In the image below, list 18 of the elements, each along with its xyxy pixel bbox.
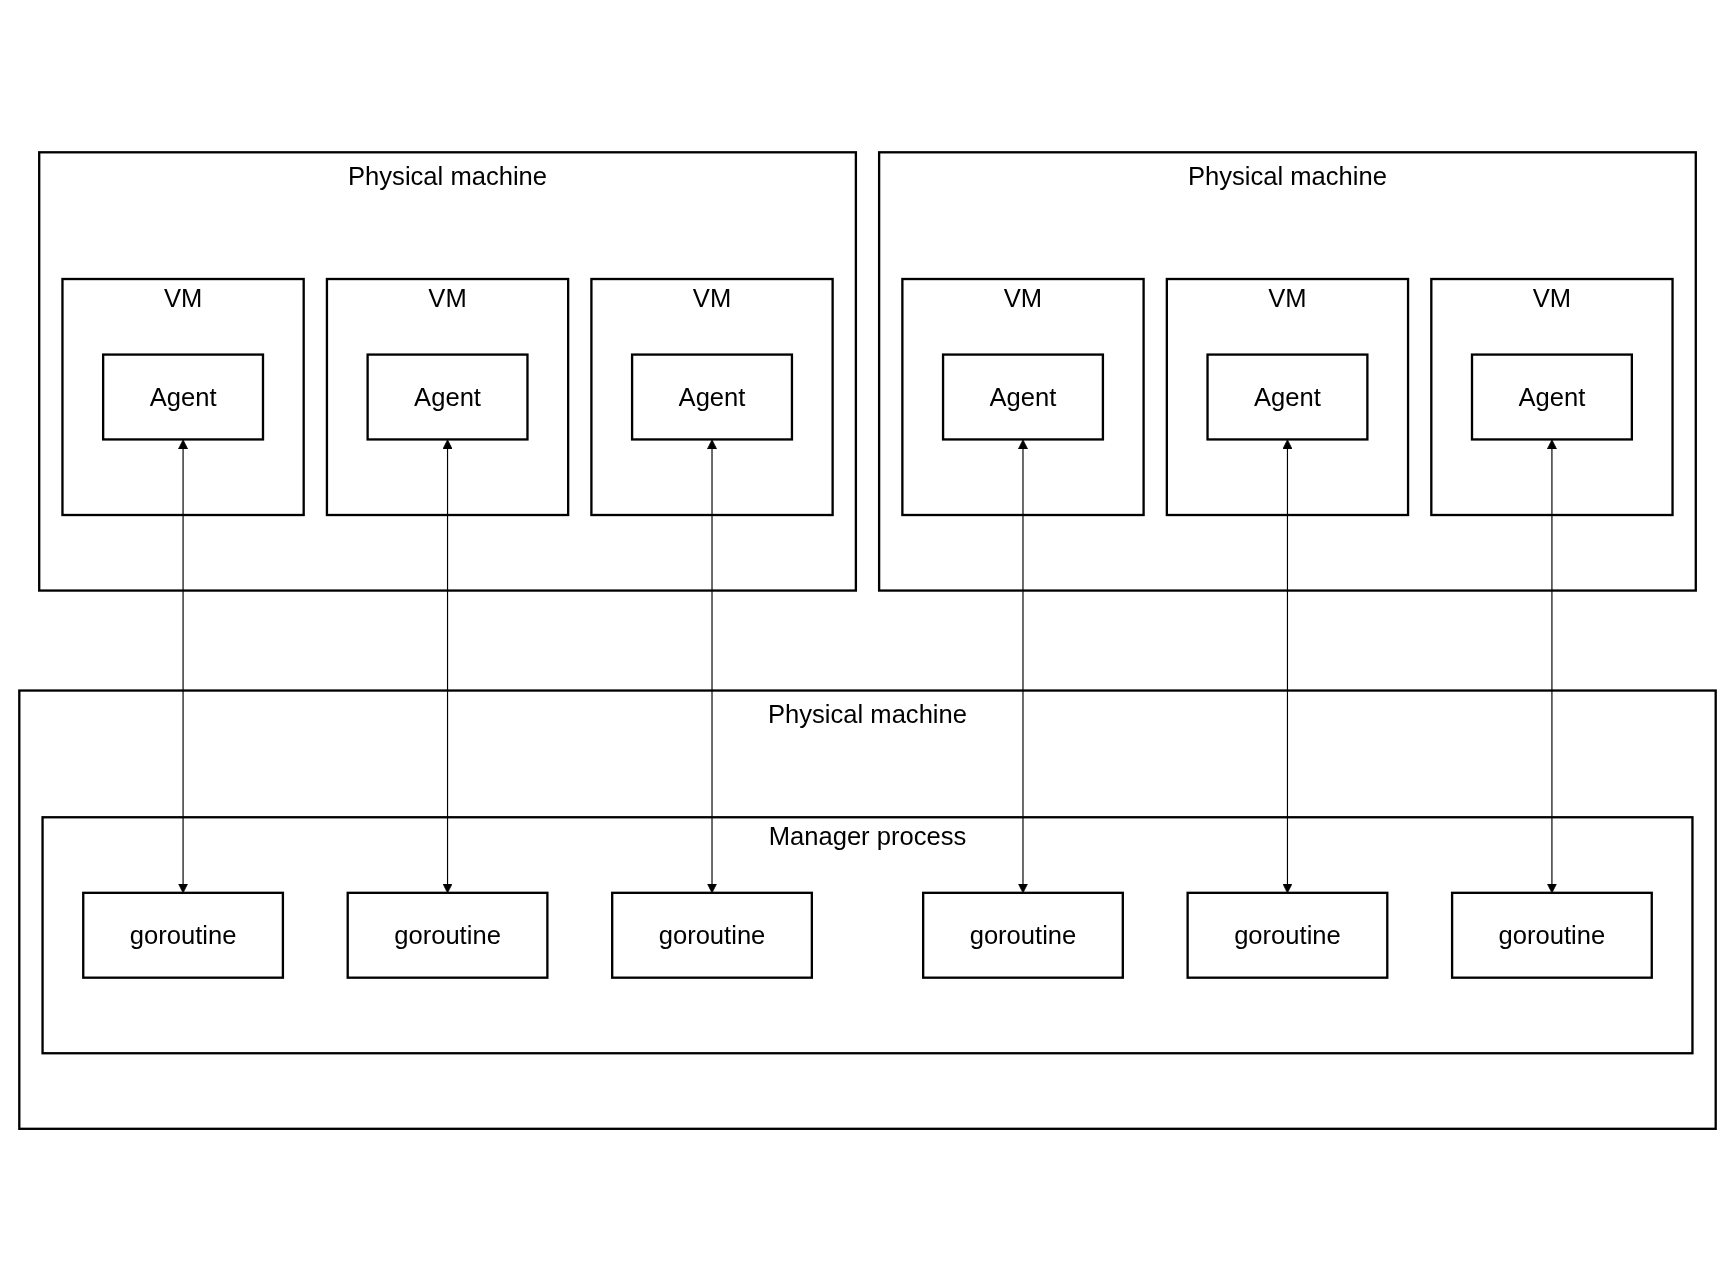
node-box: goroutine (611, 892, 813, 980)
node-box: Agent (366, 353, 529, 442)
node-box: goroutine (1450, 892, 1653, 980)
node-box: goroutine (346, 892, 549, 980)
arrow (706, 439, 718, 894)
node-box: Agent (1470, 353, 1633, 442)
node-box: Agent (102, 353, 265, 442)
node-box: goroutine (1186, 892, 1389, 980)
node-box: goroutine (922, 892, 1124, 980)
node-box: goroutine (82, 892, 285, 980)
node-box: Agent (1206, 353, 1369, 442)
arrow (1017, 439, 1029, 894)
arrow (177, 439, 189, 894)
arrow (1546, 439, 1558, 894)
arrow (442, 439, 453, 894)
arrow (1282, 439, 1293, 894)
node-box: Agent (941, 353, 1105, 442)
node-box: Agent (630, 353, 794, 442)
